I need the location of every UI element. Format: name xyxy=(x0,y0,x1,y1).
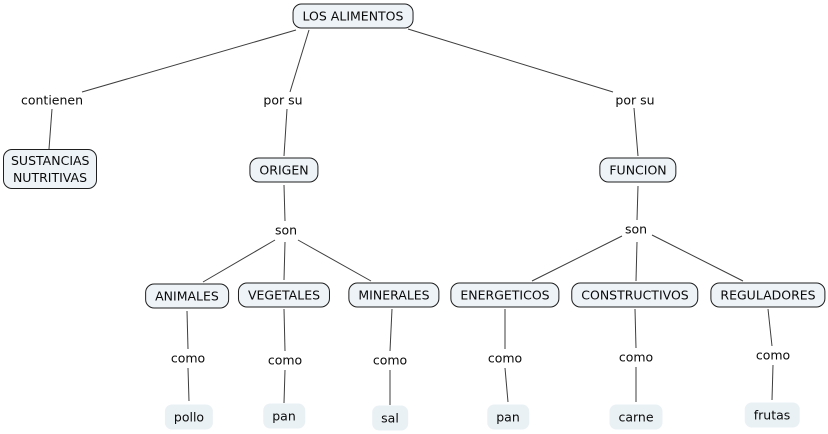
edge-constructivos-como xyxy=(634,308,637,349)
edge-minerales-como xyxy=(389,308,393,352)
leaf-pan-funcion[interactable]: pan xyxy=(487,404,529,430)
edge-root-contienen xyxy=(81,29,297,93)
concept-vegetales[interactable]: VEGETALES xyxy=(237,282,331,308)
leaf-frutas[interactable]: frutas xyxy=(744,402,800,428)
edge-reguladores-como xyxy=(767,308,773,347)
edge-son-vegetales xyxy=(283,241,286,281)
concept-sustancias-nutritivas[interactable]: SUSTANCIAS NUTRITIVAS xyxy=(3,149,97,189)
concept-constructivos[interactable]: CONSTRUCTIVOS xyxy=(571,282,699,308)
concept-reguladores[interactable]: REGULADORES xyxy=(710,282,826,308)
edge-porsu-origen xyxy=(283,108,288,157)
link-como-constructivos[interactable]: como xyxy=(618,349,654,365)
concept-origen[interactable]: ORIGEN xyxy=(249,157,319,183)
leaf-carne[interactable]: carne xyxy=(609,404,663,430)
edge-root-porsu-origen xyxy=(289,29,310,93)
edge-como-pan2 xyxy=(504,367,509,403)
edge-son-minerales xyxy=(297,239,372,282)
edge-como-frutas xyxy=(771,364,774,401)
link-son-funcion[interactable]: son xyxy=(624,221,648,237)
edge-vegetales-como xyxy=(283,308,286,352)
edge-porsu-funcion xyxy=(633,107,639,157)
concept-los-alimentos[interactable]: LOS ALIMENTOS xyxy=(292,3,414,29)
concept-funcion[interactable]: FUNCION xyxy=(599,157,677,183)
edge-como-pan1 xyxy=(283,369,286,404)
link-contienen[interactable]: contienen xyxy=(20,92,84,108)
edge-root-porsu-funcion xyxy=(407,28,614,93)
edge-son-energeticos xyxy=(531,235,623,282)
edge-son-constructivos xyxy=(635,241,638,282)
edge-origen-son xyxy=(283,184,286,222)
concept-animales[interactable]: ANIMALES xyxy=(145,283,229,309)
concept-minerales[interactable]: MINERALES xyxy=(348,282,440,308)
edge-contienen-sustancias xyxy=(48,108,53,150)
edge-son-animales xyxy=(202,239,276,283)
leaf-sal[interactable]: sal xyxy=(372,405,408,431)
link-como-animales[interactable]: como xyxy=(170,350,206,366)
leaf-pan-origen[interactable]: pan xyxy=(263,403,305,429)
link-son-origen[interactable]: son xyxy=(274,222,298,238)
concept-energeticos[interactable]: ENERGETICOS xyxy=(450,282,560,308)
link-por-su-origen[interactable]: por su xyxy=(263,92,303,108)
link-por-su-funcion[interactable]: por su xyxy=(615,92,655,108)
leaf-pollo[interactable]: pollo xyxy=(164,404,214,430)
link-como-energeticos[interactable]: como xyxy=(487,350,523,366)
edge-animales-como xyxy=(186,310,189,350)
link-como-vegetales[interactable]: como xyxy=(267,352,303,368)
edge-son-reguladores xyxy=(651,234,744,282)
link-como-minerales[interactable]: como xyxy=(372,352,408,368)
link-como-reguladores[interactable]: como xyxy=(755,347,791,363)
edge-como-pollo xyxy=(187,367,190,402)
edge-funcion-son xyxy=(636,185,639,221)
